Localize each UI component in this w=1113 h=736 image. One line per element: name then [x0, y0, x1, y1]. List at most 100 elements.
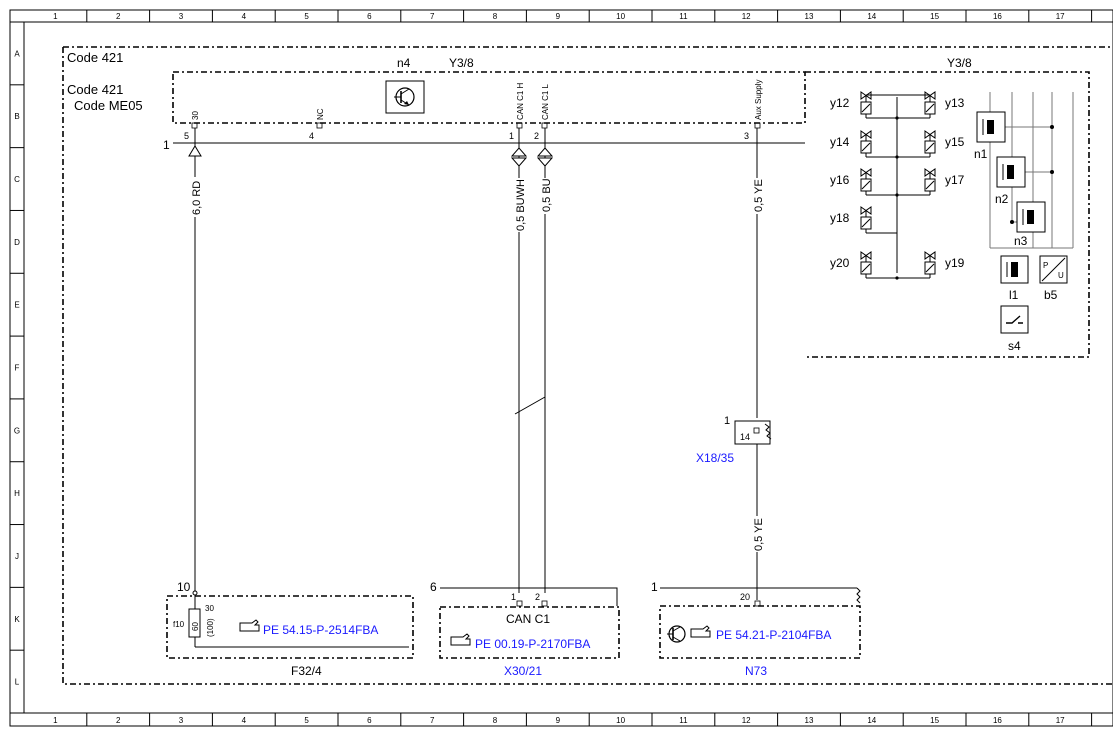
column-label: 13	[805, 716, 814, 725]
x30-21-pin-b: 2	[535, 592, 540, 602]
f32-4-reference[interactable]: PE 54.15-P-2514FBA	[263, 623, 378, 637]
svg-text:CAN C1 L: CAN C1 L	[541, 83, 550, 120]
column-label: 10	[616, 12, 625, 21]
column-label: 2	[116, 716, 121, 725]
b5-label: b5	[1044, 288, 1058, 302]
x30-21-corner-number: 6	[430, 580, 437, 594]
svg-text:5: 5	[184, 131, 189, 141]
valve-y13: y13	[924, 91, 965, 118]
valve-y19: y19	[924, 251, 965, 278]
column-label: 9	[556, 12, 561, 21]
column-label: 7	[430, 12, 435, 21]
column-label: 12	[742, 716, 751, 725]
n73-box	[659, 605, 861, 659]
s4-label: s4	[1008, 339, 1021, 353]
svg-text:2: 2	[534, 131, 539, 141]
row-label: C	[14, 175, 20, 184]
valve-y14: y14	[830, 130, 872, 157]
valve-y16: y16	[830, 168, 872, 195]
svg-text:4: 4	[309, 131, 314, 141]
column-label: 1	[53, 12, 58, 21]
row-label: D	[14, 238, 20, 247]
valve-label: y19	[945, 256, 965, 270]
f32-4-label: F32/4	[291, 664, 322, 678]
x30-21-top-line	[440, 587, 618, 606]
column-label: 17	[1056, 12, 1065, 21]
svg-text:NC: NC	[316, 108, 325, 120]
pin-can-c1-h: CAN C1 H 1	[509, 82, 525, 141]
valve-label: y12	[830, 96, 850, 110]
code-421-boundary	[62, 46, 1113, 685]
column-label: 6	[367, 716, 372, 725]
x30-21-title: CAN C1	[506, 612, 550, 626]
svg-text:CAN C1 H: CAN C1 H	[516, 82, 525, 120]
n73-zigzag	[856, 587, 861, 604]
part-l1	[1000, 255, 1029, 284]
n73-corner-number: 1	[651, 580, 658, 594]
pin-marker-rd	[188, 145, 202, 157]
column-label: 15	[930, 12, 939, 21]
sensor-n2	[996, 156, 1026, 188]
column-label: 14	[867, 12, 876, 21]
column-label: 11	[679, 716, 688, 725]
code-inner-label: Code 421	[67, 82, 123, 97]
row-label: J	[15, 552, 19, 561]
n73-pin: 20	[740, 592, 750, 602]
column-label: 8	[493, 716, 498, 725]
pin-can-c1-l: CAN C1 L 2	[534, 83, 550, 141]
row-label: K	[14, 615, 20, 624]
n4-module-box	[172, 71, 806, 124]
svg-text:1: 1	[509, 131, 514, 141]
pin-marker-bu	[536, 147, 554, 167]
fuse-f10: f10 60 30 (100)	[173, 595, 409, 648]
svg-text:14: 14	[740, 432, 750, 442]
svg-text:30: 30	[205, 604, 214, 613]
svg-text:P: P	[1043, 261, 1048, 270]
column-label: 8	[493, 12, 498, 21]
column-label: 16	[993, 12, 1002, 21]
sensor-n1	[976, 111, 1006, 143]
column-label: 9	[556, 716, 561, 725]
transistor-icon	[385, 80, 425, 114]
column-label: 10	[616, 716, 625, 725]
row-label: A	[14, 49, 20, 58]
n1-label: n1	[974, 147, 988, 161]
column-label: 16	[993, 716, 1002, 725]
sensor-n3	[1016, 201, 1046, 233]
f32-4-box	[166, 595, 414, 659]
n2-label: n2	[995, 192, 1009, 206]
pin-marker-buwh	[510, 147, 528, 167]
valve-label: y14	[830, 135, 850, 149]
valve-y17: y17	[924, 168, 965, 195]
column-label: 17	[1056, 716, 1065, 725]
row-label: G	[14, 426, 20, 435]
svg-text:f10: f10	[173, 620, 185, 629]
column-label: 11	[679, 12, 688, 21]
valve-label: y20	[830, 256, 850, 270]
column-label: 7	[430, 716, 435, 725]
part-b5: P U	[1039, 255, 1068, 284]
valve-label: y18	[830, 211, 850, 225]
column-label: 2	[116, 12, 121, 21]
column-label: 6	[367, 12, 372, 21]
n4-label: n4	[397, 56, 411, 70]
wire-label-ye-bottom: 0,5 YE	[753, 518, 765, 551]
code-outer-label: Code 421	[67, 50, 123, 65]
f32-4-corner-number: 10	[177, 580, 191, 594]
column-label: 3	[179, 716, 184, 725]
n73-reference[interactable]: PE 54.21-P-2104FBA	[716, 628, 831, 642]
pin-30: 30 5	[184, 111, 200, 141]
x30-21-reference[interactable]: PE 00.19-P-2170FBA	[475, 637, 590, 651]
valve-y20: y20	[830, 251, 872, 278]
column-label: 15	[930, 716, 939, 725]
svg-text:3: 3	[744, 131, 749, 141]
svg-text:30: 30	[191, 111, 200, 120]
l1-label: l1	[1009, 288, 1019, 302]
column-label: 14	[867, 716, 876, 725]
valve-label: y17	[945, 173, 965, 187]
module-left-label: Y3/8	[449, 56, 474, 70]
